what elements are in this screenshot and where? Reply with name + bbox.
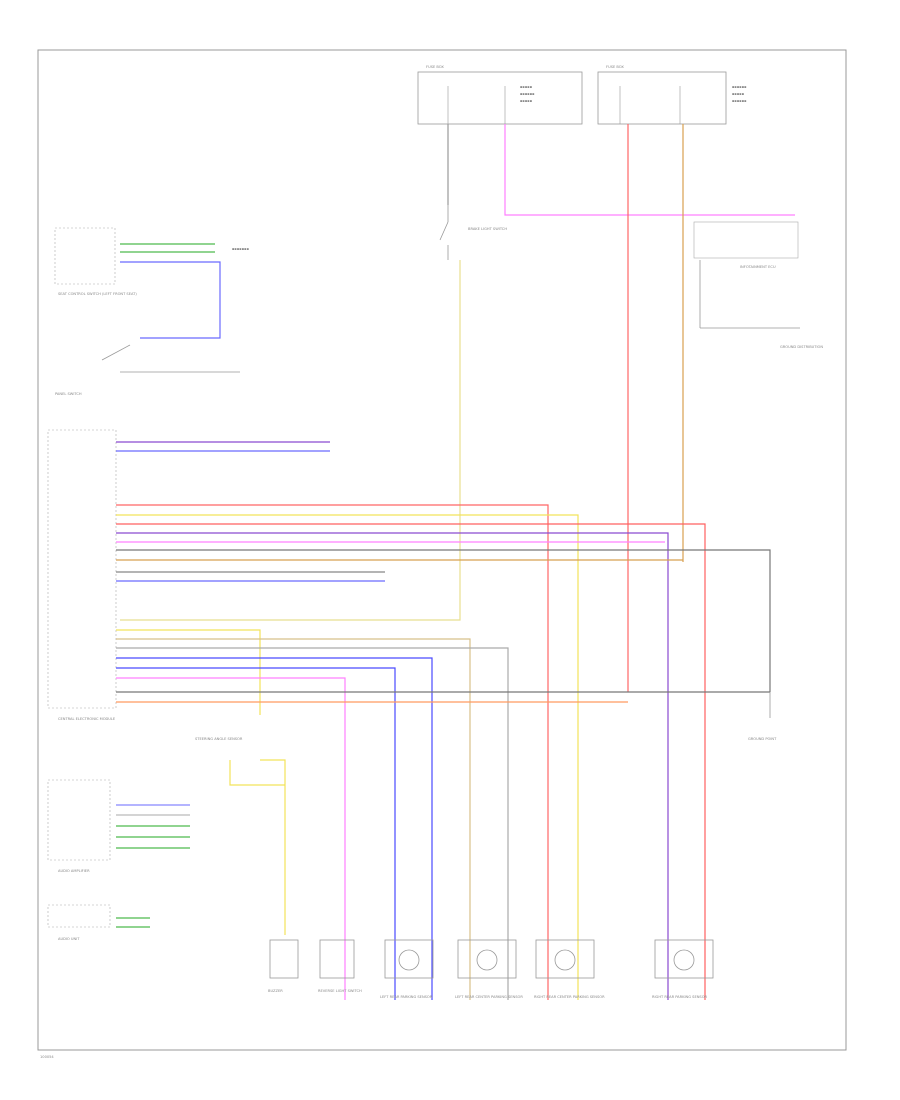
fuse-box-right-label: FUSE BOX [606,65,624,69]
panel-switch-label: PANEL SWITCH [55,392,82,396]
svg-text:▪▪▪▪▪▪▪: ▪▪▪▪▪▪▪ [232,247,250,251]
infotainment-label: INFOTAINMENT ECU [740,265,776,269]
fuse-box-left: FUSE BOX ▪▪▪▪▪ ▪▪▪▪▪▪ ▪▪▪▪▪ [417,65,583,125]
ground-point-label: GROUND POINT [748,737,777,741]
seat-control-switch-label: SEAT CONTROL SWITCH (LEFT FRONT SEAT) [58,292,137,296]
module-harness [116,441,771,1000]
audio-amplifier-block: AUDIO AMPLIFIER [47,779,190,873]
steering-angle-label: STEERING ANGLE SENSOR [195,737,243,741]
brake-signal-wire [120,260,461,621]
diagram-code: 100054 [40,1055,54,1059]
audio-unit-label: AUDIO UNIT [58,937,80,941]
panel-switch: PANEL SWITCH [55,344,240,396]
left-rear-center-sensor: LEFT REAR CENTER PARKING SENSOR [455,939,523,999]
buzzer: BUZZER [268,939,299,993]
diagram-frame [37,49,847,1051]
brake-light-switch-label: BRAKE LIGHT SWITCH [468,227,507,231]
infotainment-connector: INFOTAINMENT ECU GROUND DISTRIBUTION [693,221,823,349]
steering-angle-sensor: STEERING ANGLE SENSOR [195,737,286,935]
left-rear-sensor-label: LEFT REAR PARKING SENSOR [380,995,433,999]
fuse-box-right: FUSE BOX ▪▪▪▪▪▪ ▪▪▪▪▪ ▪▪▪▪▪▪ [597,65,747,125]
central-module-bracket: CENTRAL ELECTRONIC MODULE [47,429,117,721]
top-feed-wires [447,124,795,692]
left-rear-sensor: LEFT REAR PARKING SENSOR [380,939,434,999]
buzzer-label: BUZZER [268,989,283,993]
reverse-light-switch: REVERSE LIGHT SWITCH [318,939,362,993]
reverse-switch-label: REVERSE LIGHT SWITCH [318,989,362,993]
brake-light-switch: BRAKE LIGHT SWITCH [439,205,507,260]
ground-point: GROUND POINT [748,692,777,741]
right-rear-sensor: RIGHT REAR PARKING SENSOR [652,939,714,999]
left-rear-center-sensor-label: LEFT REAR CENTER PARKING SENSOR [455,995,523,999]
svg-text:▪▪▪▪▪: ▪▪▪▪▪ [732,92,745,96]
svg-text:▪▪▪▪▪: ▪▪▪▪▪ [520,85,533,89]
svg-text:▪▪▪▪▪▪: ▪▪▪▪▪▪ [520,92,535,96]
right-rear-center-sensor: RIGHT REAR CENTER PARKING SENSOR [534,939,605,999]
central-module-label: CENTRAL ELECTRONIC MODULE [58,717,116,721]
ground-note-top: GROUND DISTRIBUTION [780,345,823,349]
right-rear-center-sensor-label: RIGHT REAR CENTER PARKING SENSOR [534,995,605,999]
audio-unit-block: AUDIO UNIT [47,904,150,941]
fuse-box-left-label: FUSE BOX [426,65,444,69]
svg-text:▪▪▪▪▪▪: ▪▪▪▪▪▪ [732,85,747,89]
svg-text:▪▪▪▪▪▪: ▪▪▪▪▪▪ [732,99,747,103]
seat-control-switch: SEAT CONTROL SWITCH (LEFT FRONT SEAT) ▪▪… [54,227,250,339]
audio-amplifier-label: AUDIO AMPLIFIER [58,869,90,873]
right-rear-sensor-label: RIGHT REAR PARKING SENSOR [652,995,708,999]
svg-text:▪▪▪▪▪: ▪▪▪▪▪ [520,99,533,103]
